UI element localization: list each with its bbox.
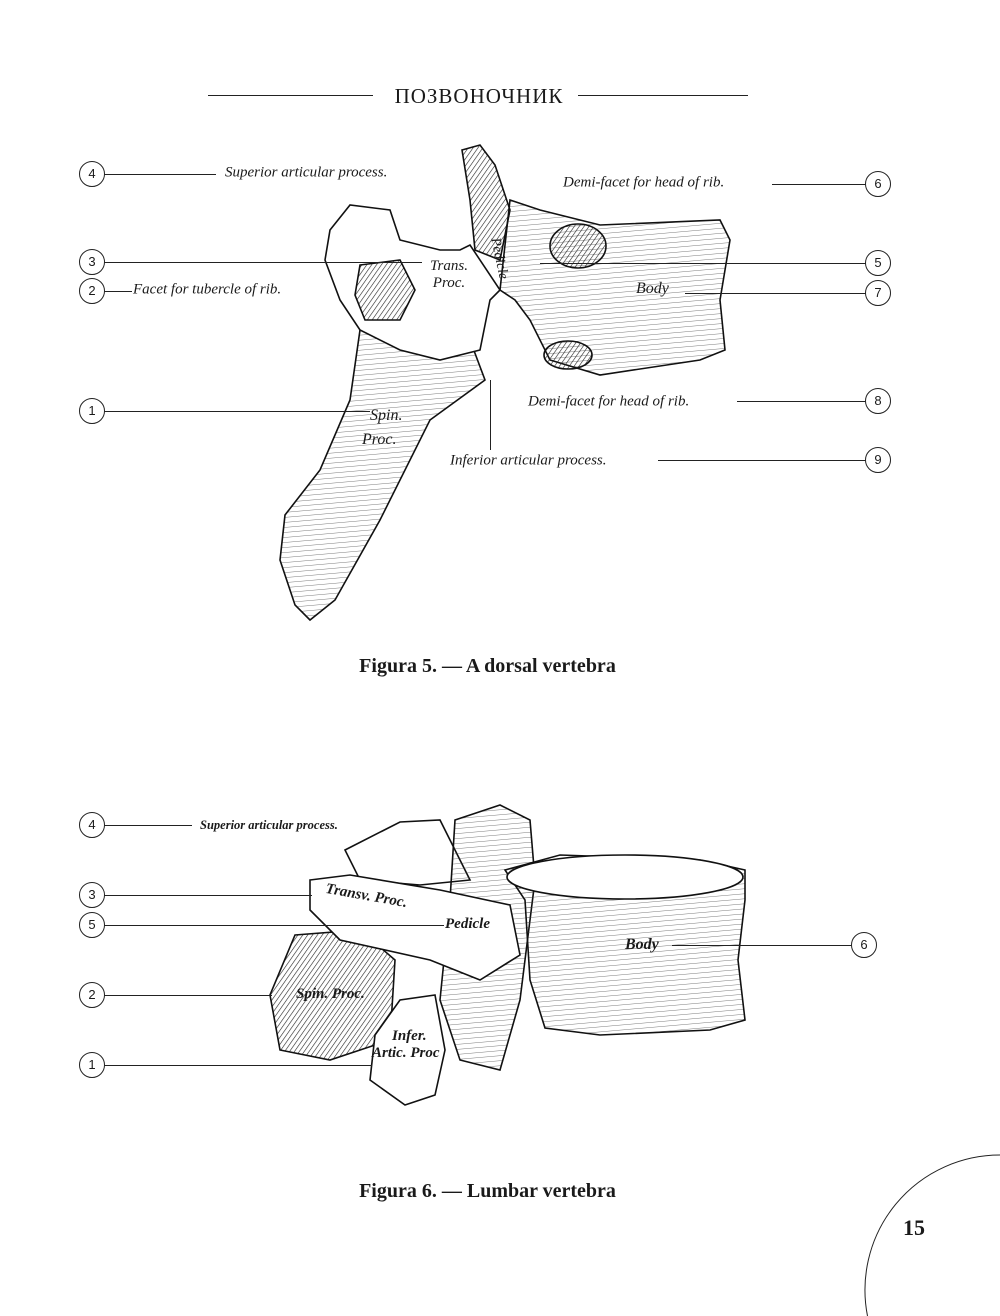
callout-number: 5: [865, 250, 891, 276]
callout-number: 4: [79, 812, 105, 838]
label-pedicle: Pedicle: [445, 916, 490, 932]
label-demi-facet-upper: Demi-facet for head of rib.: [563, 174, 725, 191]
lower-demi-facet-shape: [543, 340, 593, 370]
label-superior-articular-process: Superior articular process.: [225, 164, 388, 181]
leader-line: [104, 411, 370, 412]
label-body: Body: [625, 936, 659, 953]
leader-line: [540, 263, 866, 264]
vertebral-body-shape: [499, 198, 731, 376]
callout-number: 5: [79, 912, 105, 938]
transverse-process-shape: [324, 204, 502, 361]
lumbar-body-top-shape: [506, 854, 744, 900]
label-trans-line2: Proc.: [432, 275, 466, 291]
label-spin-line1: Spin.: [370, 407, 403, 424]
lumbar-inferior-articular-shape: [369, 994, 446, 1106]
figure-5-caption: Figura 5. — A dorsal vertebra: [359, 655, 616, 677]
label-spinous-process: Spin. Proc.: [296, 986, 365, 1002]
callout-number: 2: [79, 278, 105, 304]
callout-number: 9: [865, 447, 891, 473]
leader-line: [104, 1065, 372, 1066]
label-demi-facet-lower: Demi-facet for head of rib.: [528, 393, 690, 410]
leader-line: [104, 895, 312, 896]
page-number: 15: [903, 1215, 925, 1240]
leader-line: [772, 184, 866, 185]
label-spinous-process: Spin. Proc.: [362, 404, 402, 452]
leader-line: [104, 995, 272, 996]
label-superior-articular-process: Superior articular process.: [200, 817, 338, 832]
label-facet-tubercle: Facet for tubercle of rib.: [133, 281, 282, 298]
page-number-circle: [864, 1154, 1000, 1316]
callout-number: 3: [79, 882, 105, 908]
lumbar-vertebra-drawing: [269, 804, 746, 1106]
callout-number: 6: [851, 932, 877, 958]
callout-number: 7: [865, 280, 891, 306]
leader-line-vertical: [490, 380, 491, 450]
header-rule-left: [208, 95, 373, 96]
label-body: Body: [636, 280, 669, 298]
spinous-process-shape: [279, 329, 486, 622]
label-trans-line1: Trans.: [430, 258, 468, 274]
leader-line: [672, 945, 852, 946]
label-infer-line2: Artic. Proc: [372, 1045, 440, 1061]
callout-number: 2: [79, 982, 105, 1008]
callout-number: 3: [79, 249, 105, 275]
leader-line: [737, 401, 866, 402]
leader-line: [685, 293, 866, 294]
superior-articular-shape: [461, 144, 511, 262]
header-rule-right: [578, 95, 748, 96]
leader-line: [658, 460, 866, 461]
figure-6-caption: Figura 6. — Lumbar vertebra: [359, 1180, 616, 1202]
label-inferior-articular-process: Inferior articular process.: [450, 452, 607, 469]
label-transverse-process: Trans. Proc.: [430, 258, 468, 292]
facet-tubercle-shape: [354, 259, 416, 321]
running-header: ПОЗВОНОЧНИК: [394, 84, 564, 108]
leader-line: [104, 925, 444, 926]
upper-demi-facet-shape: [549, 223, 607, 269]
callout-number: 1: [79, 1052, 105, 1078]
dorsal-vertebra-drawing: [279, 144, 731, 622]
callout-number: 8: [865, 388, 891, 414]
label-inferior-articular-process: Infer. Artic. Proc: [372, 1028, 440, 1062]
leader-line: [104, 825, 192, 826]
callout-number: 6: [865, 171, 891, 197]
leader-line: [104, 262, 422, 263]
leader-line: [104, 291, 132, 292]
callout-number: 4: [79, 161, 105, 187]
label-spin-line2: Proc.: [362, 431, 397, 448]
label-infer-line1: Infer.: [392, 1028, 427, 1044]
callout-number: 1: [79, 398, 105, 424]
leader-line: [104, 174, 216, 175]
